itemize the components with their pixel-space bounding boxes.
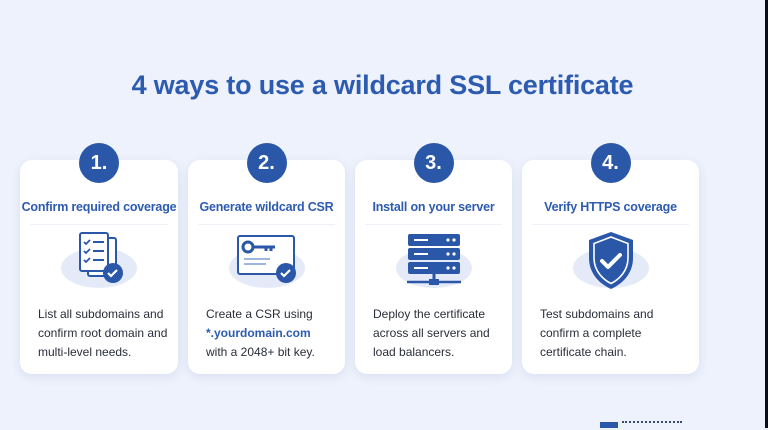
step-card-4: 4. Verify HTTPS coverage Test subdomains… xyxy=(522,143,699,374)
divider xyxy=(365,224,502,225)
step-description: List all subdomains and confirm root dom… xyxy=(38,307,168,359)
divider xyxy=(532,224,689,225)
divider xyxy=(198,224,335,225)
step-title: Install on your server xyxy=(372,200,495,214)
domain-highlight: *.yourdomain.com xyxy=(206,326,311,340)
brand-logo-text xyxy=(622,421,682,430)
description-line: with a 2048+ bit key. xyxy=(206,345,315,359)
shield-check-icon xyxy=(570,230,652,292)
window-edge xyxy=(765,0,768,428)
divider xyxy=(30,224,168,225)
step-number-badge: 2. xyxy=(246,143,287,183)
step-description: Test subdomains and confirm a complete c… xyxy=(540,307,654,359)
step-title: Generate wildcard CSR xyxy=(199,200,334,214)
step-title: Confirm required coverage xyxy=(21,200,177,214)
step-number-badge: 3. xyxy=(413,143,454,183)
step-title: Verify HTTPS coverage xyxy=(544,200,677,214)
key-certificate-icon xyxy=(226,230,308,292)
page-title: 4 ways to use a wildcard SSL certificate xyxy=(131,70,634,100)
checklist-document-icon xyxy=(58,230,140,292)
server-rack-icon xyxy=(393,230,475,292)
step-number-badge: 1. xyxy=(79,143,119,183)
brand-logo-icon xyxy=(600,422,618,428)
step-card-2: 2. Generate wildcard CSR Create a CSR us… xyxy=(188,143,345,374)
step-number-badge: 4. xyxy=(590,143,631,183)
description-line: Create a CSR using xyxy=(206,307,313,321)
step-card-3: 3. Install on your server Deploy the cer… xyxy=(355,143,512,374)
step-description: Deploy the certificate across all server… xyxy=(373,307,490,359)
step-card-1: 1. Confirm required coverage List all su… xyxy=(20,143,178,374)
step-description: Create a CSR using *.yourdomain.com with… xyxy=(206,305,335,362)
